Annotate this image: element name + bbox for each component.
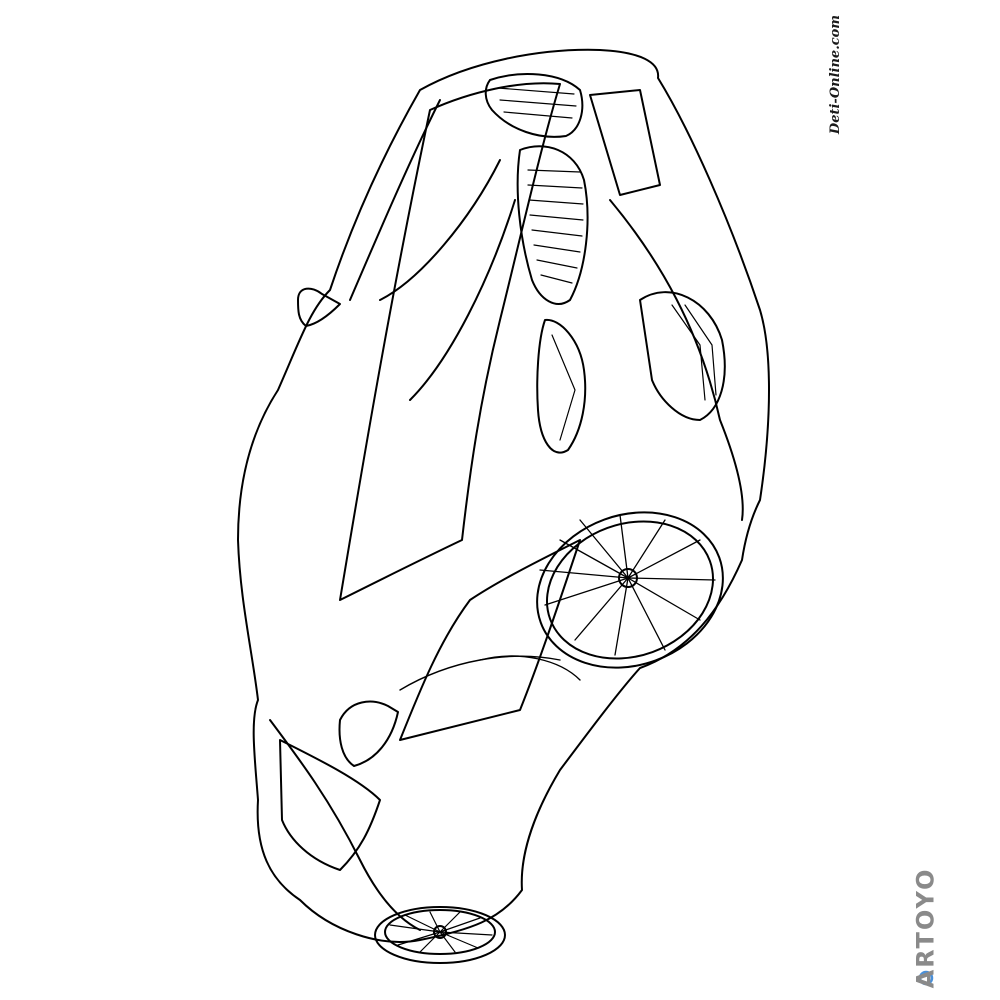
roof-line	[349, 99, 441, 301]
hood-crease-right	[409, 199, 516, 401]
door-line	[399, 539, 581, 741]
brand-watermark-text: ARTOYO	[911, 867, 940, 989]
front-bumper	[589, 89, 661, 196]
site-watermark-text: Deti-Online.com	[828, 14, 844, 134]
grille-slats	[497, 87, 584, 284]
rear-wheel	[374, 906, 506, 964]
side-mirror-top	[297, 287, 341, 327]
grille-lower	[516, 145, 589, 305]
rear-window	[279, 739, 381, 871]
side-mirror-bottom	[338, 700, 399, 767]
site-watermark: Deti-Online.com	[828, 14, 844, 134]
front-intake	[639, 291, 726, 421]
headlight	[536, 318, 587, 454]
lower-bumper	[609, 199, 744, 521]
grille-upper	[484, 73, 584, 138]
hood-crease-left	[379, 159, 501, 301]
brand-accent-circle	[918, 970, 934, 986]
windshield	[339, 82, 561, 601]
brand-watermark: ARTOYO	[910, 866, 940, 990]
car-body-outline	[237, 48, 770, 943]
front-wheel	[536, 511, 724, 669]
side-sill	[269, 719, 421, 931]
